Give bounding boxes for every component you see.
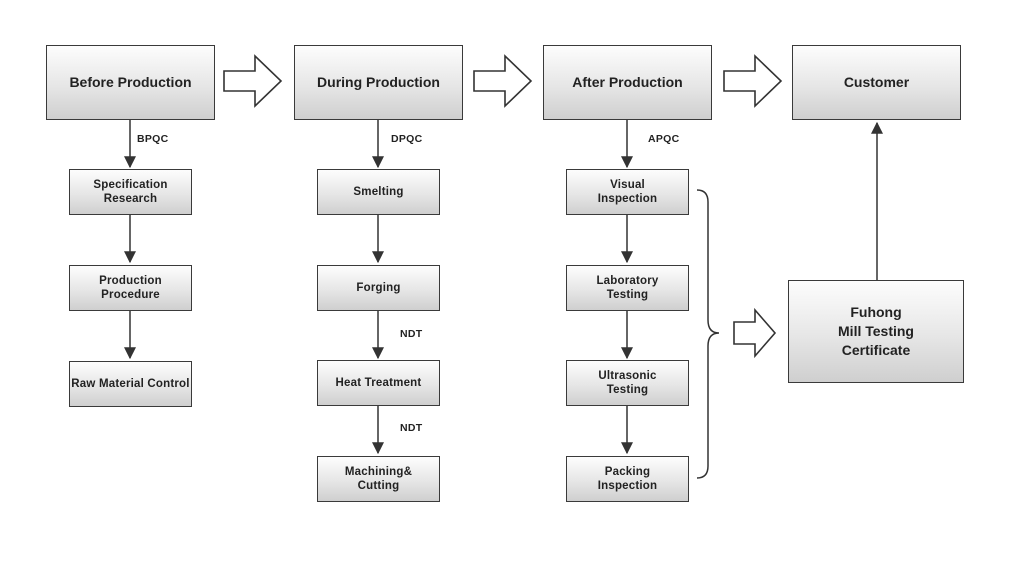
stage-arrow-2	[473, 54, 533, 108]
qc-label-bpqc: BPQC	[137, 133, 169, 145]
stage-title: Before Production	[69, 73, 192, 90]
step-production-procedure: Production Procedure	[69, 265, 192, 311]
stage-box-before-production: Before Production	[46, 45, 215, 120]
step-forging: Forging	[317, 265, 440, 311]
stage-box-after-production: After Production	[543, 45, 712, 120]
step-packing-inspection: Packing Inspection	[566, 456, 689, 502]
step-label: Specification Research	[93, 178, 168, 205]
step-label: Packing Inspection	[597, 465, 658, 492]
certificate-line-2: Mill Testing	[838, 323, 914, 340]
ndt-label-1: NDT	[400, 328, 423, 340]
qc-label-dpqc: DPQC	[391, 133, 423, 145]
certificate-arrow	[733, 307, 777, 359]
ndt-label-2: NDT	[400, 422, 423, 434]
step-label: Forging	[356, 281, 401, 294]
step-label: Laboratory Testing	[596, 274, 659, 301]
step-label: Heat Treatment	[335, 376, 422, 389]
step-visual-inspection: Visual Inspection	[566, 169, 689, 215]
stage-title: During Production	[317, 73, 440, 90]
step-laboratory-testing: Laboratory Testing	[566, 265, 689, 311]
step-specification-research: Specification Research	[69, 169, 192, 215]
step-label: Production Procedure	[99, 274, 162, 301]
stage-box-during-production: During Production	[294, 45, 463, 120]
step-raw-material-control: Raw Material Control	[69, 361, 192, 407]
certificate-line-3: Certificate	[841, 341, 911, 358]
step-machining-cutting: Machining& Cutting	[317, 456, 440, 502]
stage-title: After Production	[572, 73, 683, 90]
qc-label-apqc: APQC	[648, 133, 680, 145]
step-label: Smelting	[353, 185, 404, 198]
step-smelting: Smelting	[317, 169, 440, 215]
stage-arrow-1	[223, 54, 283, 108]
stage-title: Customer	[843, 73, 910, 90]
step-heat-treatment: Heat Treatment	[317, 360, 440, 406]
step-label: Visual Inspection	[597, 178, 658, 205]
step-label: Ultrasonic Testing	[598, 369, 657, 396]
step-ultrasonic-testing: Ultrasonic Testing	[566, 360, 689, 406]
stage-arrow-3	[723, 54, 783, 108]
step-label: Machining& Cutting	[344, 465, 413, 492]
group-brace	[696, 189, 720, 479]
step-label: Raw Material Control	[71, 377, 190, 390]
certificate-line-1: Fuhong	[850, 304, 902, 321]
stage-box-customer: Customer	[792, 45, 961, 120]
certificate-box: Fuhong Mill Testing Certificate	[788, 280, 964, 383]
